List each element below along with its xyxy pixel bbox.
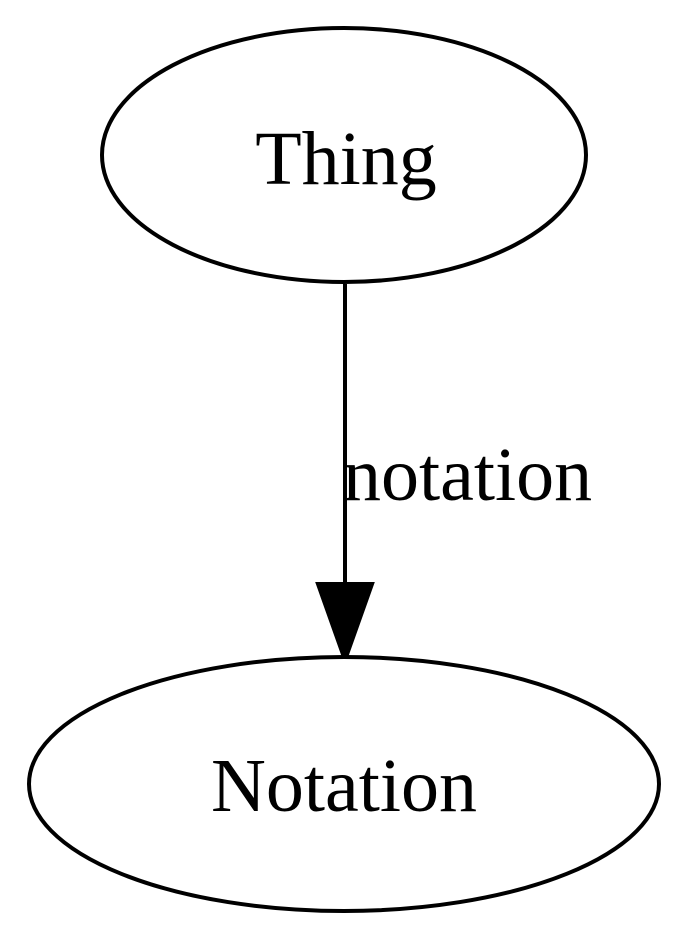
edge-thing-to-notation[interactable]: notation	[315, 284, 592, 666]
node-thing[interactable]: Thing	[100, 26, 588, 284]
node-thing-label: Thing	[255, 117, 437, 201]
node-notation-label: Notation	[211, 744, 477, 828]
arrowhead-icon	[315, 582, 375, 666]
edge-label: notation	[343, 433, 592, 517]
node-thing-shape	[100, 26, 588, 284]
node-notation-shape	[27, 655, 661, 913]
node-notation[interactable]: Notation	[27, 655, 661, 913]
